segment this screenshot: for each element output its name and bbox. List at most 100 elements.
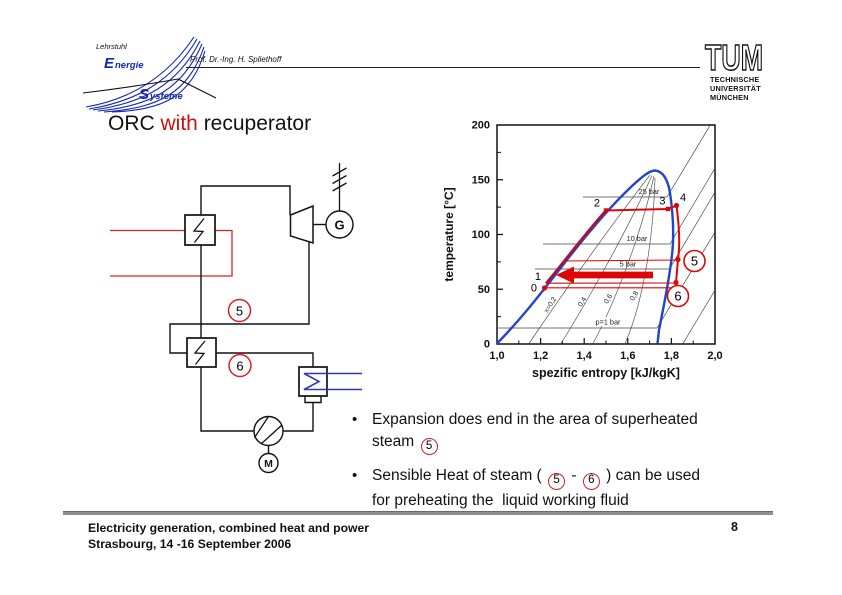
saturation-dome [496,169,675,345]
energie-systeme-logo: Lehrstuhl E nergie S ysteme Prof. Dr.-In… [82,36,282,113]
bullet-2-pre: Sensible Heat of steam ( [372,467,547,485]
point-1-label: 1 [535,271,541,283]
bullet-2-line2: for preheating the liquid working fluid [372,491,629,509]
circled-5b: 5 [548,472,566,490]
quality-02-label: x=0,2 [543,296,558,314]
energie-initial: E [104,55,115,72]
isobar-10bar-superheat [669,168,715,245]
isobar-25bar-label: 25 bar [639,187,660,196]
point-2-label: 2 [594,198,600,210]
node-6-circle [228,353,252,378]
turbine [289,204,314,245]
circled-5: 5 [420,438,438,456]
chart-circle-5-label: 5 [691,254,698,269]
turbine-outlet-pipe [169,241,310,354]
chart-circle-6-label: 6 [674,289,681,304]
chart-circle-5 [683,249,706,273]
condensation-lines [544,282,677,289]
x-tick-1-6: 1,6 [620,350,635,362]
bullet-glyph: • [352,411,358,428]
motor-label: M [264,458,273,470]
y-tick-200: 200 [472,120,490,132]
evaporator-box [184,214,216,246]
recuperator-to-condenser-pipe [216,352,314,367]
bullet-1-text: Expansion does end in the area of superh… [372,409,698,456]
cycle-point-markers [541,202,681,291]
grid-icon [332,163,347,211]
quality-04-label: 0,4 [577,296,588,308]
x-tick-1-4: 1,4 [577,350,593,362]
systeme-rest: ysteme [149,91,183,102]
chart-frame [496,124,716,345]
bullet-2-text: Sensible Heat of steam ( 5 - 6 ) can be … [372,465,700,511]
energie-rest: nergie [115,60,144,71]
bullet-1-line2: steam [372,433,419,450]
y-axis-title: temperature [°C] [442,187,456,281]
x-axis-major-ticks [540,338,672,344]
isobar-5bar-superheat [669,192,715,270]
footer-line1: Electricity generation, combined heat an… [88,521,370,535]
node-5-label: 5 [236,304,243,319]
condenser-to-pump-pipe [283,402,314,432]
y-tick-100: 100 [472,229,490,241]
tum-name-line1: TECHNISCHE [710,75,759,84]
footer-line2: Strasbourg, 14 -16 September 2006 [88,537,292,551]
tum-name-line2: UNIVERSITÄT [710,84,761,93]
recuperator-box [186,337,217,368]
bullet-glyph-2: • [352,467,358,485]
ts-diagram: 25 bar 10 bar 5 bar p=1 bar x=0,2 0,4 0,… [442,120,723,381]
bullet-2-post: ) can be used [601,467,701,485]
x-tick-2-0: 2,0 [707,350,722,362]
footer-rule [63,511,773,515]
node-6-label: 6 [236,359,243,374]
pump-impeller-icon [253,416,283,445]
page-title: ORC with recuperator [108,112,311,136]
isobar-10bar-label: 10 bar [627,234,648,243]
isobar-5bar-label: 5 bar [620,260,637,269]
point-0-label: 0 [531,283,537,295]
evaporator-coil-icon [192,218,205,243]
y-tick-50: 50 [478,284,490,296]
orc-schematic: G M 5 6 [110,163,362,474]
condenser-box [298,366,328,397]
isobar-extra-superheat [682,290,715,344]
y-tick-0: 0 [484,339,490,351]
quality-06-label: 0,6 [603,293,614,305]
bullet-item-1: • Expansion does end in the area of supe… [352,409,792,456]
isobar-1bar-superheat [656,232,715,329]
bullet-list: • Expansion does end in the area of supe… [352,409,792,522]
x-tick-1-2: 1,2 [533,350,548,362]
title-highlight: with [160,112,198,135]
header-rule [186,67,700,68]
cooling-water-coil-icon [303,372,362,391]
lehrstuhl-label: Lehrstuhl [96,42,127,51]
cycle-expansion-line [675,205,681,283]
pump-to-recuperator-pipe [200,367,254,432]
generator-label: G [334,218,344,233]
quality-line-06 [592,175,655,344]
tum-name-line3: MÜNCHEN [710,93,749,102]
y-axis-minor-ticks [497,151,501,318]
bullet-1-line1: Expansion does end in the area of superh… [372,411,698,428]
recuperator-link-line [563,259,679,262]
footer-text: Electricity generation, combined heat an… [88,520,369,552]
cycle-preheat-line [545,209,607,285]
condenser-stand [304,396,322,404]
x-axis-title: spezific entropy [kJ/kgK] [532,366,680,380]
tum-logo: TUM TECHNISCHE UNIVERSITÄT MÜNCHEN [704,36,764,102]
x-axis-minor-ticks [518,340,694,344]
bullet-2-mid: - [567,467,581,485]
point-3-label: 3 [659,196,665,208]
recuperator-coil-icon [193,340,206,365]
title-pre: ORC [108,112,161,135]
point-4-label: 4 [680,192,686,204]
x-tick-1-0: 1,0 [489,350,504,362]
heat-source-loop [110,229,233,277]
chart-circle-6 [666,284,690,308]
professor-name: Prof. Dr.-Ing. H. Spliethoff [190,55,282,64]
node-5-circle [227,298,252,323]
systeme-initial: S [139,86,149,103]
page-number: 8 [731,520,738,534]
motor-circle [258,452,279,474]
